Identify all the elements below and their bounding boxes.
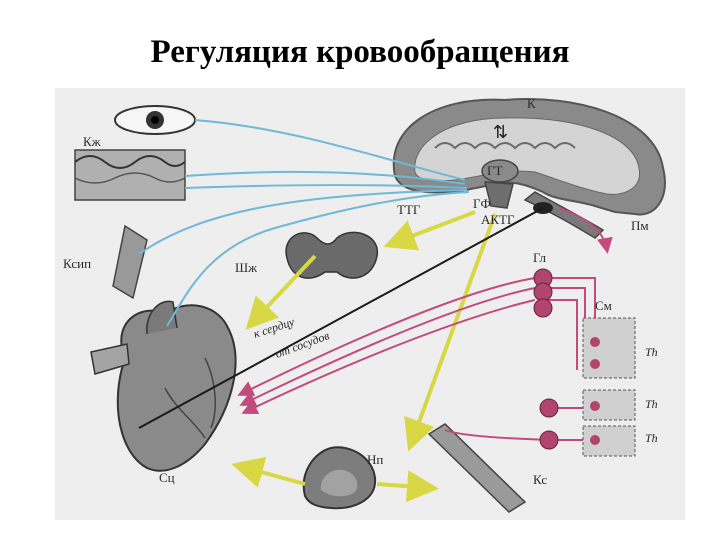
label-medulla: Пм (631, 218, 649, 233)
label-actg: АКТГ (481, 212, 515, 227)
label-thyroid: Шж (235, 260, 258, 275)
up-down-arrows-icon: ⇅ (493, 122, 508, 143)
sympathetic-ganglia (533, 268, 559, 450)
label-adrenal: Нп (367, 452, 383, 467)
pituitary (484, 181, 514, 209)
eye-icon (114, 105, 196, 135)
label-cortex: К (527, 96, 536, 111)
brain: ⇅ (392, 98, 666, 239)
label-spinal-cord: См (595, 298, 612, 313)
label-ttg: ТТГ (397, 202, 421, 217)
label-vessel-bottom: Кс (533, 472, 547, 487)
label-th-3: Th (645, 431, 658, 445)
skin-section-icon (74, 149, 186, 201)
label-th-2: Th (645, 397, 658, 411)
label-heart: Сц (159, 470, 175, 485)
hypothalamus (481, 159, 519, 183)
hormonal-pathways (231, 210, 497, 503)
label-hypothalamus: ГТ (487, 163, 503, 178)
circulation-regulation-diagram: ⇅ (55, 88, 685, 520)
vessel-bottom-icon (427, 423, 527, 513)
heart-icon (90, 300, 237, 472)
label-vessel: Ксип (63, 256, 91, 271)
adrenal-gland-icon (302, 446, 377, 510)
label-th-1: Тh (645, 345, 658, 359)
slide-title: Регуляция кровообращения (150, 34, 570, 70)
label-skin: Кж (83, 134, 102, 149)
vagus-nerve-pathway (138, 207, 544, 429)
spinal-cord-segments (582, 317, 636, 457)
vessel-left-icon (112, 224, 148, 300)
label-ganglia: Гл (533, 250, 547, 265)
label-pituitary: ГФ (473, 196, 491, 211)
afferent-pathways (138, 119, 470, 327)
thyroid-icon (285, 231, 378, 279)
